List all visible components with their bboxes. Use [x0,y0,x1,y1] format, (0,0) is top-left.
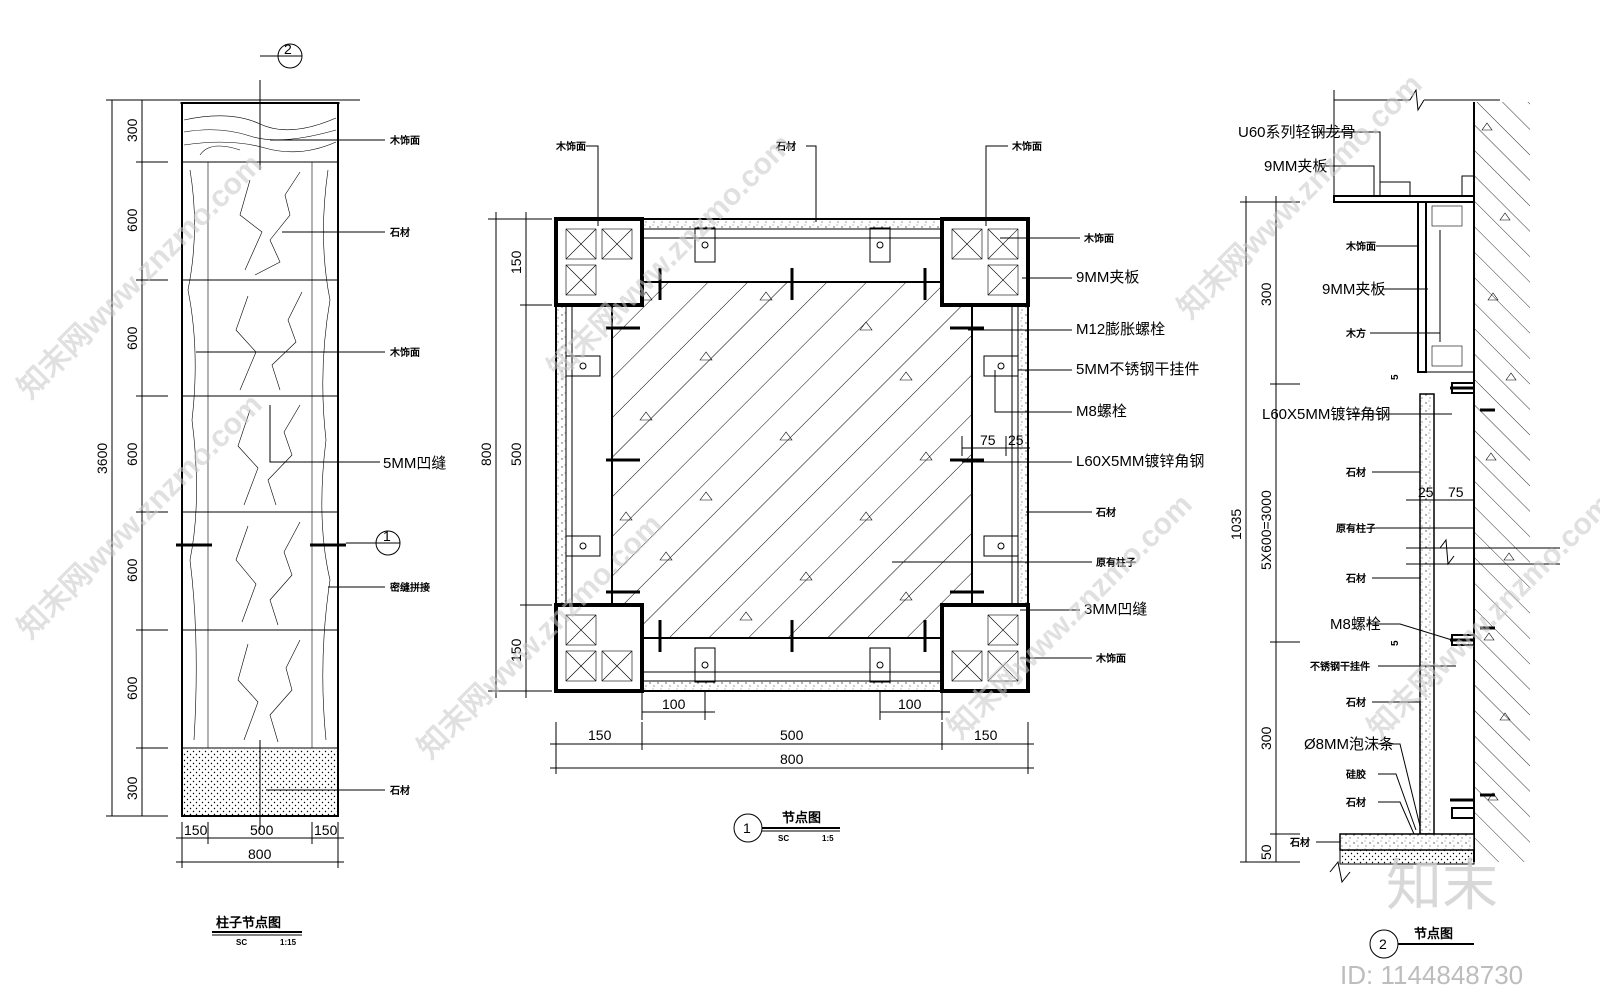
dim-h-150-a: 150 [184,822,208,838]
left-horizontal-dims: 150 500 150 800 [176,822,344,868]
plan-label-9mm-ply: 9MM夹板 [1076,268,1139,286]
dim-v-300-top: 300 [124,118,140,142]
stainless-brackets [565,227,1019,683]
left-sc: SC [236,938,247,947]
dim-v-600-e: 600 [124,676,140,700]
left-title: 柱子节点图 [216,915,281,930]
sec-title: 节点图 [1414,926,1453,941]
plan-title: 节点图 [782,810,821,825]
callout-top-number: 2 [284,41,292,57]
image-id-text: ID: 1144848730 [1340,960,1523,990]
sec-label-stone-3: 石材 [1345,696,1366,709]
sec-label-original-column: 原有柱子 [1336,522,1376,535]
plan-dim-v-150-a: 150 [508,250,524,274]
plan-label-wood-right: 木饰面 [1011,140,1042,153]
sec-label-foam-rod: Ø8MM泡沫条 [1304,736,1394,753]
plan-dim-25: 25 [1008,432,1024,448]
plan-label-stone-top: 石材 [775,140,796,153]
plan-dim-v-total: 800 [478,442,494,466]
brand-logo-text: 知末 [1386,854,1498,917]
vertical-section: U60系列轻钢龙骨 9MM夹板 木饰面 9MM夹板 木方 L60X5MM镀锌角钢… [1228,88,1560,959]
plan-dim-h-150-a: 150 [588,727,612,743]
plan-dim-bracket-b: 100 [898,696,922,712]
dim-h-500: 500 [250,822,274,838]
label-tight-joint: 密缝拼接 [390,581,430,594]
label-stone-bottom: 石材 [389,784,410,797]
plan-dim-h-500: 500 [780,727,804,743]
wood-corner-blocks [554,217,1030,693]
callout-mid-number: 1 [383,528,391,544]
plan-horizontal-dims: 150 500 150 800 [550,722,1034,774]
sec-dim-25: 25 [1418,484,1434,500]
plan-dim-v-500: 500 [508,442,524,466]
plan-label-stone-side: 石材 [1095,506,1116,519]
sec-label-wood-face: 木饰面 [1345,240,1376,253]
dim-v-600-a: 600 [124,208,140,232]
sec-label-u60-keel: U60系列轻钢龙骨 [1238,124,1356,141]
plan-label-original-column: 原有柱子 [1096,556,1136,569]
plan-dim-bracket-a: 100 [662,696,686,712]
dim-v-600-d: 600 [124,558,140,582]
label-5mm-groove: 5MM凹缝 [383,455,446,472]
dim-h-150-b: 150 [314,822,338,838]
sec-title-number: 2 [1379,936,1387,952]
sec-label-stone-floor: 石材 [1289,836,1310,849]
sec-label-9mm-ply-top: 9MM夹板 [1264,157,1327,175]
plan-vertical-dims: 150 500 150 800 [478,212,552,698]
plan-label-5mm-bracket: 5MM不锈钢干挂件 [1076,361,1199,378]
plan-title-number: 1 [743,820,751,836]
dim-v-total: 3600 [94,443,110,474]
left-scale: 1:15 [280,938,297,947]
dim-v-600-b: 600 [124,326,140,350]
label-wood-side: 木饰面 [389,346,420,359]
watermark-left: 知末网www.znzmo.com [12,148,269,405]
dim-v-600-c: 600 [124,442,140,466]
dim-h-total: 800 [248,846,272,862]
plan-label-wood-bottom: 木饰面 [1095,652,1126,665]
plan-dim-75: 75 [980,432,996,448]
plan-scale: 1:5 [822,834,834,843]
sec-label-silicone: 硅胶 [1346,768,1366,781]
label-stone-1: 石材 [389,226,410,239]
plan-label-m12-bolt: M12膨胀螺栓 [1076,321,1165,338]
plan-sc: SC [778,834,789,843]
sec-dim-5-top: 5 [1390,374,1401,380]
sec-dim-5-bottom: 5 [1390,640,1401,646]
sec-dim-v-300-top: 300 [1258,282,1274,306]
plan-label-angle-steel: L60X5MM镀锌角钢 [1076,453,1204,470]
sec-label-9mm-ply: 9MM夹板 [1322,280,1385,298]
column-plan-section: 木饰面 石材 木饰面 木饰面 9MM夹板 M12膨胀螺栓 5MM不锈钢干挂件 M… [478,140,1204,843]
sec-dim-v-5x600: 5X600=3000 [1258,490,1274,570]
sec-label-m8-bolt: M8螺栓 [1330,616,1381,633]
sec-dim-v-50: 50 [1258,844,1274,860]
sec-dim-75: 75 [1448,484,1464,500]
column-elevation: 2 1 木饰面 石材 木饰面 5MM凹缝 密缝拼接 石材 [94,41,446,947]
plan-label-wood-face: 木饰面 [1083,232,1114,245]
left-vertical-dims: 300 600 600 600 600 600 300 3600 [94,99,168,817]
sec-label-stone-1: 石材 [1345,466,1366,479]
sec-vertical-dims: 300 5X600=3000 300 50 1035 [1228,196,1300,863]
sec-label-angle-steel: L60X5MM镀锌角钢 [1262,406,1390,423]
sec-label-stone-2: 石材 [1345,572,1366,585]
watermark-left-2: 知末网www.znzmo.com [12,388,269,645]
plan-label-wood-left: 木饰面 [555,140,586,153]
dim-v-300-bottom: 300 [124,776,140,800]
sec-label-ss-bracket: 不锈钢干挂件 [1310,660,1370,673]
sec-dim-v-total: 1035 [1228,509,1244,540]
expansion-bolts [606,268,984,652]
plan-label-m8-bolt: M8螺栓 [1076,403,1127,420]
label-wood-top: 木饰面 [389,134,420,147]
plan-dim-h-150-b: 150 [974,727,998,743]
sec-dim-v-300-bottom: 300 [1258,726,1274,750]
sec-label-timber: 木方 [1345,327,1366,340]
plan-label-3mm-groove: 3MM凹缝 [1084,601,1147,618]
plan-dim-v-150-b: 150 [508,638,524,662]
sec-label-stone-4: 石材 [1345,796,1366,809]
plan-dim-h-total: 800 [780,751,804,767]
